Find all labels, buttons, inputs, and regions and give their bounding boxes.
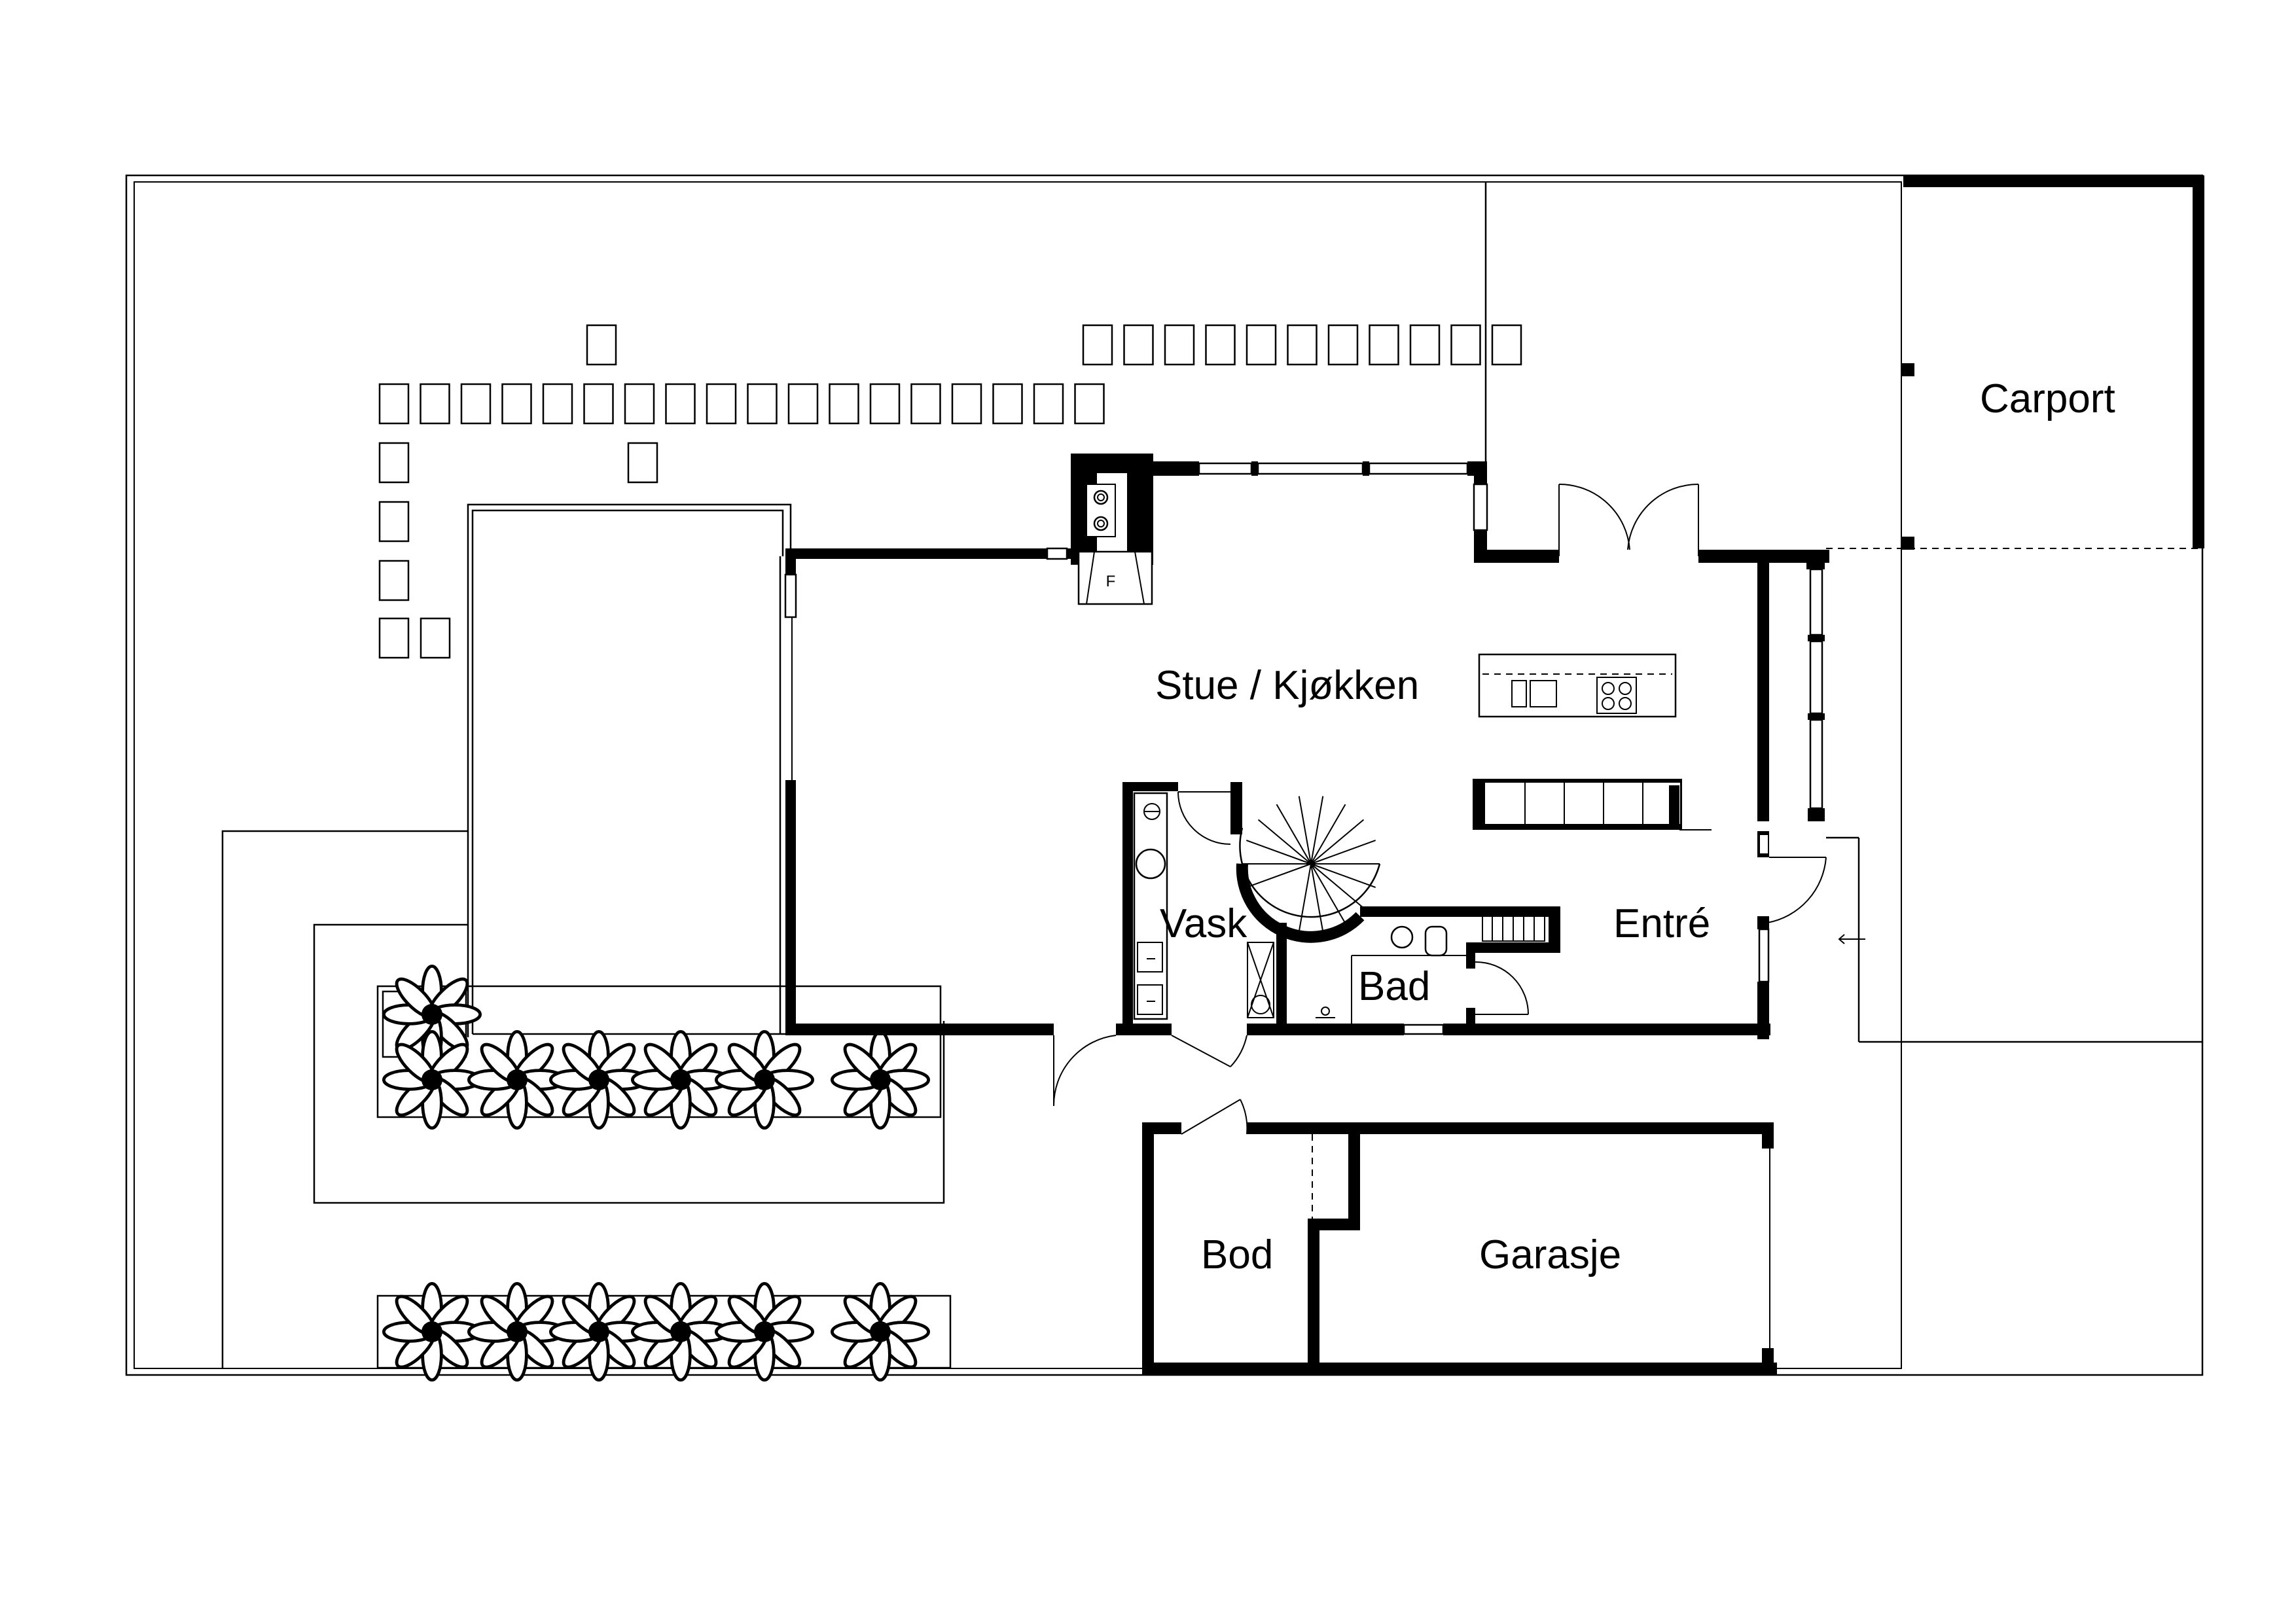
stepping-stone xyxy=(1205,324,1236,366)
stair-tread xyxy=(1310,863,1346,924)
room-labels: Carport Stue / Kjøkken Vask Entré Bad Bo… xyxy=(1155,376,2115,1277)
stair-tread xyxy=(1298,796,1312,865)
stepping-stone xyxy=(460,383,492,425)
stepping-stone xyxy=(1450,324,1481,366)
stepping-stone xyxy=(951,383,982,425)
stair-tread xyxy=(1310,863,1324,932)
stepping-stone xyxy=(420,383,450,425)
stepping-stone xyxy=(665,383,696,425)
stepping-stone xyxy=(1246,324,1277,366)
plant-icon xyxy=(632,1031,728,1128)
plant-icon xyxy=(716,1283,812,1380)
bathroom xyxy=(1316,906,1560,1034)
stepping-stone xyxy=(829,383,859,425)
stepping-stone xyxy=(706,383,737,425)
label-carport: Carport xyxy=(1980,376,2115,421)
plant-icon xyxy=(716,1031,812,1128)
plant-icon xyxy=(832,1283,928,1380)
stepping-stone xyxy=(1287,324,1318,366)
stepping-stones xyxy=(378,324,1522,659)
terrace-outlines xyxy=(221,830,952,1369)
outbuilding xyxy=(1142,1099,1777,1374)
stepping-stone xyxy=(1164,324,1195,366)
label-living-kitchen: Stue / Kjøkken xyxy=(1155,663,1419,708)
plant-icon xyxy=(832,1031,928,1128)
stepping-stone xyxy=(378,560,410,601)
stair-tread xyxy=(1310,796,1324,865)
stepping-stone xyxy=(1033,383,1064,425)
stepping-stone xyxy=(1327,324,1359,366)
carport xyxy=(1826,175,2204,1043)
stepping-stone xyxy=(910,383,941,425)
kitchen-counter xyxy=(1473,779,1712,830)
label-bathroom: Bad xyxy=(1358,964,1430,1009)
stepping-stone xyxy=(1082,324,1113,366)
stepping-stone xyxy=(542,383,573,425)
stair-tread xyxy=(1298,863,1312,932)
stair-tread xyxy=(1310,863,1365,909)
stepping-stone xyxy=(1409,324,1441,366)
stepping-stone xyxy=(1369,324,1399,366)
stepping-stone xyxy=(378,383,410,425)
stair-tread xyxy=(1310,840,1376,865)
stepping-stone xyxy=(624,383,655,425)
laundry-room xyxy=(1122,782,1287,1034)
stepping-stone xyxy=(378,617,410,659)
stepping-stone xyxy=(992,383,1023,425)
label-laundry: Vask xyxy=(1160,901,1247,946)
plant-icon xyxy=(384,1283,480,1380)
stepping-stone xyxy=(501,383,532,425)
pool xyxy=(467,503,792,1037)
stepping-stone xyxy=(1491,324,1522,366)
stepping-stone xyxy=(1074,383,1105,425)
stepping-stone xyxy=(869,383,901,425)
stepping-stone xyxy=(420,617,451,659)
stepping-stone xyxy=(787,383,819,425)
site-boundary xyxy=(125,174,2204,1376)
stepping-stone xyxy=(627,442,658,484)
stepping-stone xyxy=(583,383,614,425)
label-garage: Garasje xyxy=(1479,1232,1621,1277)
stepping-stone xyxy=(378,442,410,484)
stepping-stone xyxy=(586,324,617,366)
stair-tread xyxy=(1246,840,1312,865)
plant-icon xyxy=(632,1283,728,1380)
fireplace-label: F xyxy=(1106,573,1116,590)
stair-tread xyxy=(1310,819,1365,865)
house-walls: F xyxy=(784,454,1829,1107)
spiral-stair xyxy=(1236,796,1381,943)
stepping-stone xyxy=(747,383,778,425)
plant-icon xyxy=(384,1031,480,1128)
stair-tread xyxy=(1310,863,1376,888)
stepping-stone xyxy=(378,501,410,543)
label-storage: Bod xyxy=(1201,1232,1273,1277)
kitchen-island xyxy=(1478,653,1677,718)
stair-tread xyxy=(1257,819,1312,865)
stair-tread xyxy=(1246,863,1312,888)
stepping-stone xyxy=(1123,324,1154,366)
label-entrance: Entré xyxy=(1613,901,1710,946)
stair-tread xyxy=(1310,804,1346,865)
stair-tread xyxy=(1276,804,1312,865)
